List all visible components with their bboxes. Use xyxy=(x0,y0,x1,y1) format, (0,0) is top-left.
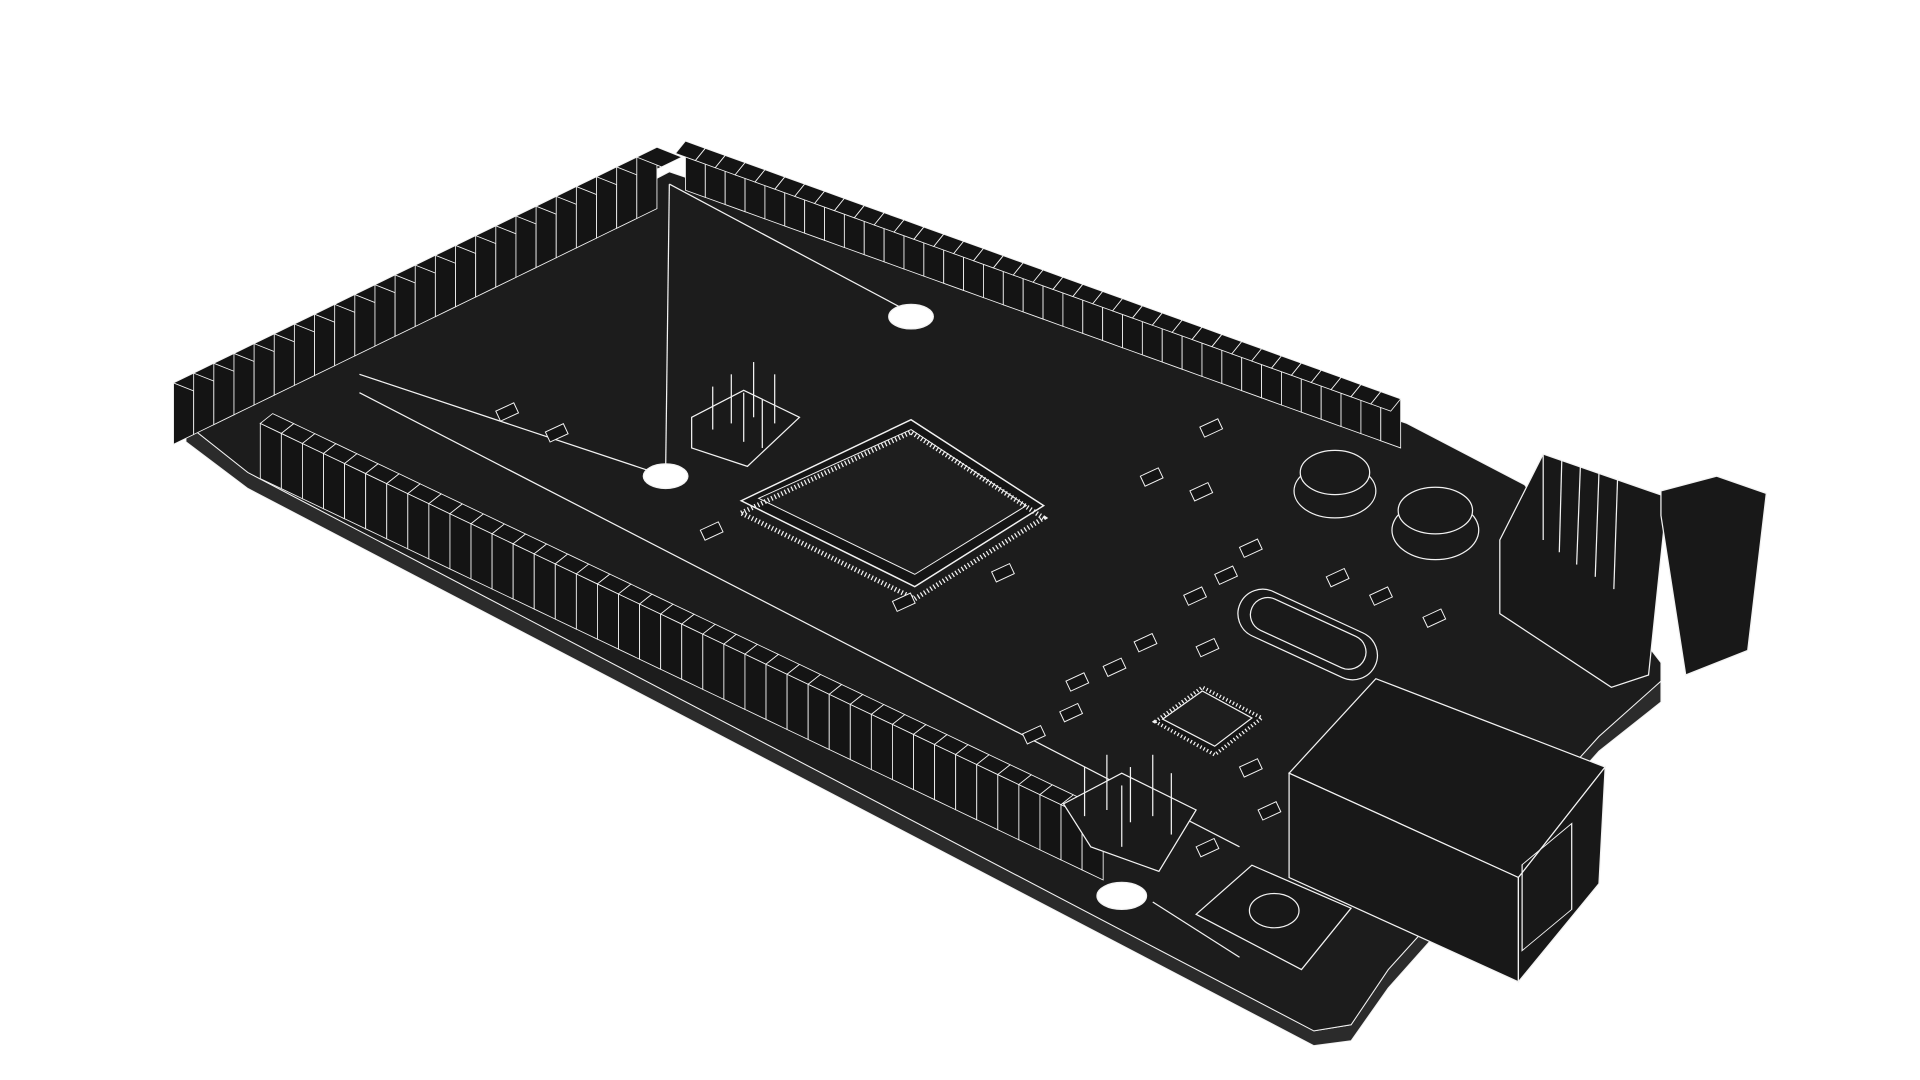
header-pin-cell xyxy=(323,452,346,520)
smd-component xyxy=(1059,702,1084,723)
traces xyxy=(359,183,1240,958)
usb-connector xyxy=(1288,677,1607,984)
mounting-hole xyxy=(642,463,689,490)
icsp-header xyxy=(1062,754,1198,873)
header-pin-socket xyxy=(1370,391,1402,412)
power-jack xyxy=(1499,453,1767,688)
header-pin-cell xyxy=(618,593,641,660)
reset-button xyxy=(1195,864,1353,971)
usb-interface-chip xyxy=(1151,685,1266,757)
smd-component xyxy=(1368,586,1394,606)
header-pin-cell xyxy=(1039,793,1062,861)
mounting-hole xyxy=(888,303,934,330)
smd-component xyxy=(544,423,569,443)
header-pin-cell xyxy=(428,502,451,570)
smd-component xyxy=(1065,672,1090,692)
smd-component xyxy=(1195,637,1220,658)
header-pin-cell xyxy=(681,623,704,691)
header-pin-cell xyxy=(723,643,746,711)
smd-component xyxy=(1183,586,1208,606)
smd-components xyxy=(495,402,1447,858)
smd-component xyxy=(1102,657,1127,678)
smd-component xyxy=(1325,567,1350,588)
header-pin-cell xyxy=(807,683,830,751)
header-pin-cell xyxy=(997,773,1020,841)
header-pin-cell xyxy=(955,753,978,821)
smd-component xyxy=(1199,418,1224,438)
smd-component xyxy=(1422,608,1447,628)
header-pin-cell xyxy=(597,583,619,650)
header-pin-cell xyxy=(470,523,493,590)
header-pin-socket xyxy=(635,146,683,168)
header-pin-cell xyxy=(849,703,872,771)
header-pin-cell xyxy=(913,733,936,801)
header-pin-cell xyxy=(491,533,514,600)
header-pin-cell xyxy=(1018,783,1041,851)
header-pin-cell xyxy=(344,462,367,530)
header-pin-cell xyxy=(765,663,788,731)
smd-component xyxy=(1257,801,1282,821)
header-pin-cell xyxy=(639,603,662,670)
header-pin-cell xyxy=(660,613,683,680)
header-pin-cell xyxy=(786,673,809,741)
smd-component xyxy=(699,521,724,541)
header-pin-cell xyxy=(934,743,957,811)
header-pin-cell xyxy=(365,472,388,540)
smd-component xyxy=(1139,467,1164,487)
header-pin-cell xyxy=(575,573,598,640)
header-pin-cell xyxy=(280,432,303,500)
smd-component xyxy=(891,592,916,613)
smd-component xyxy=(990,562,1015,583)
smd-component xyxy=(1133,632,1158,653)
crystal-oscillator xyxy=(1237,588,1379,681)
header-pin-cell xyxy=(702,633,725,701)
smd-component xyxy=(1214,565,1239,586)
header-pin-cell xyxy=(744,653,767,721)
header-pin-cell xyxy=(892,723,914,791)
header-pin-cell xyxy=(828,693,851,761)
microcontroller-chip xyxy=(735,418,1049,602)
smd-component xyxy=(1189,481,1214,502)
header-pin-cell xyxy=(449,513,472,580)
capacitors xyxy=(1293,449,1480,561)
header-pin-cell xyxy=(386,482,409,550)
header-pin-cell xyxy=(259,422,282,490)
header-pin-cell xyxy=(512,543,535,610)
icsp-header xyxy=(691,362,801,468)
header-pin-cell xyxy=(302,442,324,510)
header-pin-cell xyxy=(870,713,893,781)
header-pin-cell xyxy=(976,763,999,831)
pin-headers xyxy=(172,140,1402,881)
mounting-holes xyxy=(642,303,1148,911)
header-pin-cell xyxy=(554,563,577,630)
smd-component xyxy=(1195,837,1220,858)
smd-component xyxy=(1238,758,1263,778)
header-pin-cell xyxy=(407,492,430,560)
smd-component xyxy=(495,402,520,422)
smd-component xyxy=(1021,724,1046,745)
header-pin-cell xyxy=(533,553,556,620)
mounting-hole xyxy=(1096,881,1148,911)
smd-component xyxy=(1238,538,1263,559)
